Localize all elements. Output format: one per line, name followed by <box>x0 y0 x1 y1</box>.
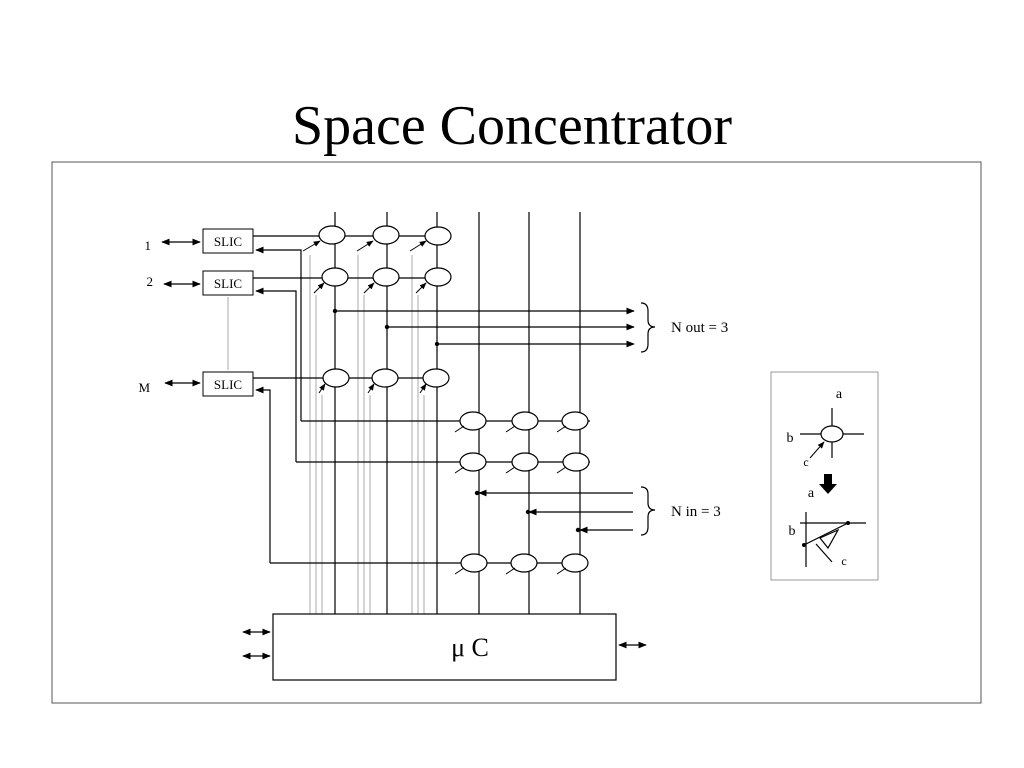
slic-2-label: SLIC <box>214 276 242 291</box>
legend-c-bottom: c <box>841 554 846 568</box>
slic-row-lines <box>253 235 590 564</box>
line-2-label: 2 <box>147 274 154 289</box>
slic-2: SLIC <box>202 270 254 296</box>
control-arrows <box>302 240 567 575</box>
slic-1: SLIC <box>202 228 254 254</box>
legend-a-bottom: a <box>808 486 815 501</box>
controller-arrows <box>242 628 647 660</box>
hollow-arrow-icon <box>819 528 840 550</box>
crosspoints-upper <box>318 225 452 388</box>
diagram-frame <box>51 161 982 704</box>
microcontroller: μ C <box>272 613 617 681</box>
line-m-label: M <box>138 380 150 395</box>
legend-c-top: c <box>803 455 808 469</box>
line-arrows <box>161 238 201 387</box>
vertical-buses <box>334 212 581 614</box>
control-lines <box>227 255 425 614</box>
output-brace <box>640 302 656 353</box>
crosspoints-lower <box>459 411 590 573</box>
microcontroller-label: μ C <box>451 633 489 662</box>
legend-b-top: b <box>787 431 794 446</box>
line-1-label: 1 <box>145 238 152 253</box>
n-in-label: N in = 3 <box>671 504 721 520</box>
slic-m: SLIC <box>202 371 254 397</box>
crosspoint-legend: a b c a b c <box>770 371 879 581</box>
n-out-label: N out = 3 <box>671 320 728 336</box>
output-junctions <box>332 308 440 347</box>
input-junctions <box>474 490 581 533</box>
input-lines <box>478 489 633 534</box>
slic-m-label: SLIC <box>214 377 242 392</box>
legend-b-bottom: b <box>789 524 796 539</box>
legend-a-top: a <box>836 387 843 402</box>
down-arrow-icon <box>819 474 837 494</box>
slic-1-label: SLIC <box>214 234 242 249</box>
slide-title: Space Concentrator <box>291 95 733 157</box>
output-lines <box>335 307 635 348</box>
input-brace <box>640 486 656 536</box>
